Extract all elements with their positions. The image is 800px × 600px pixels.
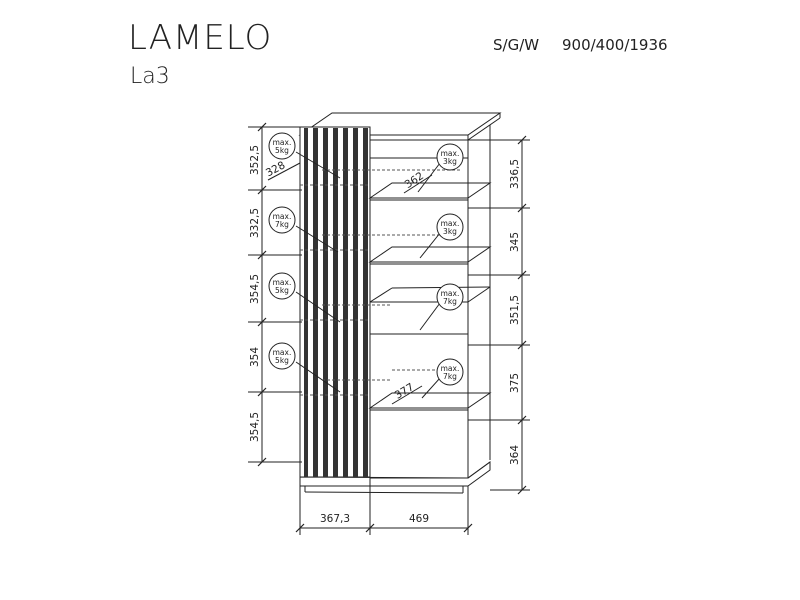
dimensions-label: S/G/W xyxy=(493,36,540,54)
right-load-badge-2: max.3kg xyxy=(436,213,464,241)
load-badge-line-1: max. xyxy=(441,149,460,158)
load-badge-circle xyxy=(436,213,464,241)
load-badge-circle xyxy=(268,206,296,234)
right-height-1: 336,5 xyxy=(509,159,521,189)
load-badge-circle xyxy=(436,358,464,386)
drawer-front xyxy=(369,301,469,335)
bottom-door xyxy=(369,409,469,479)
load-badge-line-1: max. xyxy=(273,278,292,287)
load-badge-line-2: 3kg xyxy=(443,227,457,236)
left-height-3: 354,5 xyxy=(249,274,261,304)
left-load-badge-4: max.5kg xyxy=(268,342,296,370)
left-height-labels: 352,5 332,5 354,5 354 354,5 xyxy=(249,145,261,442)
load-badge-line-2: 5kg xyxy=(275,146,289,155)
load-badge-line-1: max. xyxy=(441,289,460,298)
left-load-badge-2: max.7kg xyxy=(268,206,296,234)
left-height-4: 354 xyxy=(249,347,261,367)
load-badge-line-2: 5kg xyxy=(275,356,289,365)
right-height-2: 345 xyxy=(509,232,521,252)
right-height-5: 364 xyxy=(509,445,521,465)
shelf-3 xyxy=(368,392,492,409)
slats xyxy=(304,128,368,477)
load-badge-circle xyxy=(268,132,296,160)
right-load-badge-1: max.3kg xyxy=(436,143,464,171)
dimensions-value: 900/400/1936 xyxy=(562,36,668,54)
load-badge-line-1: max. xyxy=(273,348,292,357)
left-height-1: 352,5 xyxy=(249,145,261,175)
load-badge-circle xyxy=(268,272,296,300)
load-badge-line-2: 5kg xyxy=(275,286,289,295)
load-badge-circle xyxy=(436,283,464,311)
load-badge-line-1: max. xyxy=(441,219,460,228)
product-title: LAMELO xyxy=(128,18,273,58)
load-badge-line-2: 7kg xyxy=(443,297,457,306)
bottom-width-1: 367,3 xyxy=(320,513,350,525)
depth-3: 377 xyxy=(393,381,416,402)
depth-2: 362 xyxy=(403,170,426,191)
load-badges: max.5kgmax.7kgmax.5kgmax.5kgmax.3kgmax.3… xyxy=(268,132,464,386)
right-height-3: 351,5 xyxy=(509,295,521,325)
left-load-badge-1: max.5kg xyxy=(268,132,296,160)
load-badge-line-2: 7kg xyxy=(443,372,457,381)
load-badge-line-1: max. xyxy=(273,138,292,147)
load-badge-line-2: 7kg xyxy=(275,220,289,229)
shelf-1 xyxy=(368,182,492,199)
right-height-4: 375 xyxy=(509,373,521,393)
load-badge-line-2: 3kg xyxy=(443,157,457,166)
shelf-2 xyxy=(368,246,492,263)
right-load-badge-3: max.7kg xyxy=(436,283,464,311)
load-badge-circle xyxy=(268,342,296,370)
load-badge-circle xyxy=(436,143,464,171)
load-badge-line-1: max. xyxy=(441,364,460,373)
right-load-badge-4: max.7kg xyxy=(436,358,464,386)
left-load-badge-3: max.5kg xyxy=(268,272,296,300)
left-height-2: 332,5 xyxy=(249,208,261,238)
load-badge-line-1: max. xyxy=(273,212,292,221)
bottom-width-2: 469 xyxy=(409,513,429,525)
model-code: La3 xyxy=(130,64,170,89)
top-glass-frame xyxy=(369,139,469,159)
left-height-5: 354,5 xyxy=(249,412,261,442)
right-height-labels: 336,5 345 351,5 375 364 xyxy=(509,159,521,465)
